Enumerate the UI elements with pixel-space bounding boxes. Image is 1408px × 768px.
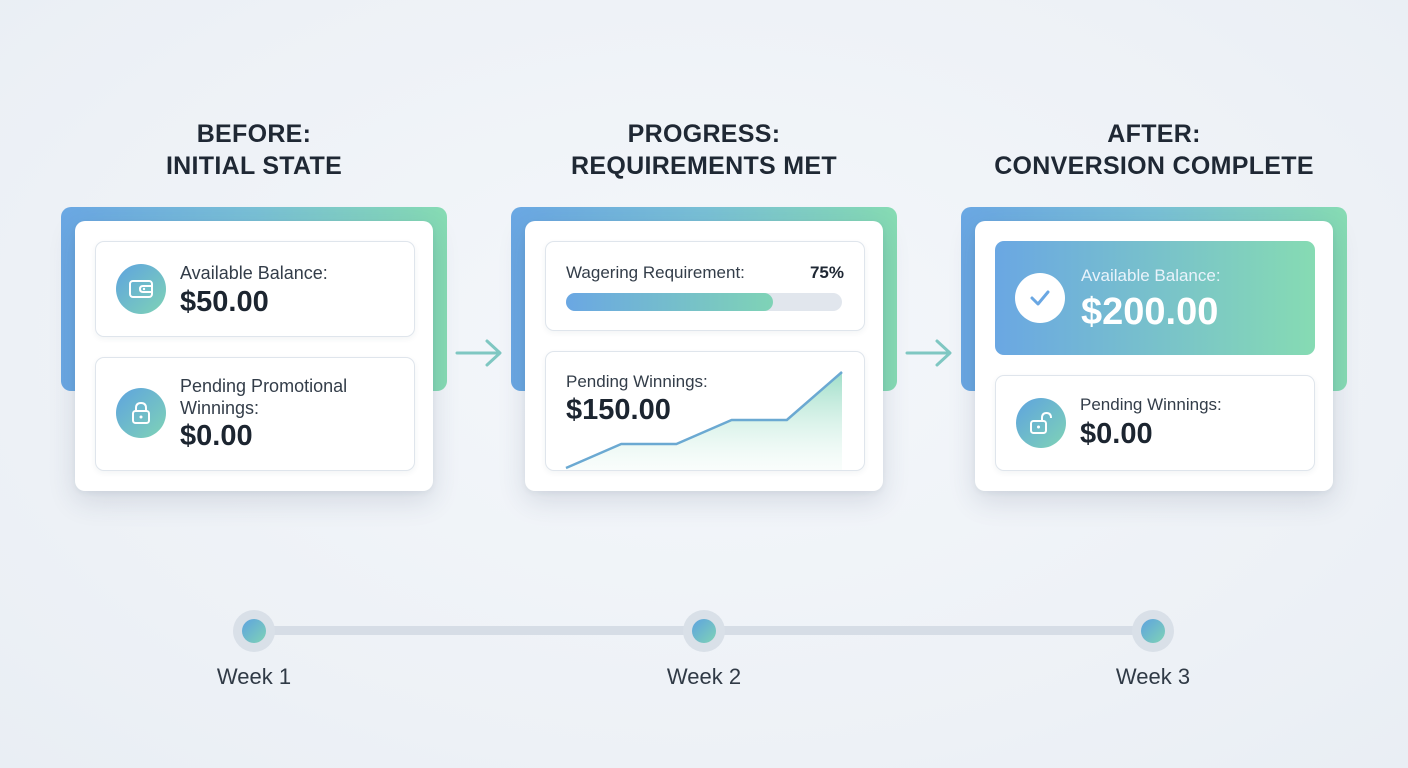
wagering-percent: 75% bbox=[809, 263, 844, 282]
week-1-label: Week 1 bbox=[216, 664, 292, 689]
stage-1-card: Available Balance: $50.00 Pending Promot… bbox=[75, 221, 433, 491]
stage-1-title: BEFORE: INITIAL STATE bbox=[44, 118, 464, 182]
arrow-right-icon bbox=[905, 339, 952, 367]
week-3-label: Week 3 bbox=[1115, 664, 1191, 689]
stage-3-title-line1: AFTER: bbox=[1107, 120, 1201, 148]
stage-2-card: Wagering Requirement: 75% Pending Winnin… bbox=[525, 221, 883, 491]
pending-winnings-amount: $0.00 bbox=[1080, 418, 1153, 450]
wallet-icon bbox=[116, 264, 166, 314]
available-balance-label: Available Balance: bbox=[1081, 266, 1221, 285]
pending-winnings-panel: Pending Winnings: $0.00 bbox=[995, 375, 1315, 471]
available-balance-amount: $50.00 bbox=[180, 286, 269, 318]
available-balance-label: Available Balance: bbox=[180, 263, 328, 283]
stage-3-title-line2: CONVERSION COMPLETE bbox=[994, 152, 1314, 180]
pending-promotional-amount: $0.00 bbox=[180, 420, 253, 452]
timeline-marker-week-3 bbox=[1132, 610, 1174, 652]
week-2-label: Week 2 bbox=[666, 664, 742, 689]
stage-1-title-line1: BEFORE: bbox=[196, 120, 312, 148]
pending-winnings-label: Pending Winnings: bbox=[1080, 395, 1222, 414]
trend-area bbox=[566, 372, 842, 470]
available-balance-amount: $200.00 bbox=[1081, 291, 1219, 333]
wagering-progress-fill bbox=[566, 293, 773, 311]
timeline-dot bbox=[1141, 619, 1165, 643]
checkmark-icon bbox=[1015, 273, 1065, 323]
wagering-requirement-label: Wagering Requirement: bbox=[566, 263, 745, 282]
pending-promotional-label-line2: Winnings: bbox=[180, 398, 260, 418]
stage-2-title: PROGRESS: REQUIREMENTS MET bbox=[494, 118, 914, 182]
unlock-icon bbox=[1016, 398, 1066, 448]
stage-2-title-line2: REQUIREMENTS MET bbox=[571, 152, 837, 180]
pending-winnings-label: Pending Winnings: bbox=[566, 372, 708, 391]
available-balance-panel: Available Balance: $50.00 bbox=[95, 241, 415, 337]
timeline-marker-week-1 bbox=[233, 610, 275, 652]
arrow-right-icon bbox=[455, 339, 502, 367]
pending-winnings-trend-chart bbox=[565, 371, 843, 470]
pending-winnings-panel: Pending Winnings: $150.00 bbox=[545, 351, 865, 471]
stage-3-title: AFTER: CONVERSION COMPLETE bbox=[944, 118, 1364, 182]
timeline-dot bbox=[242, 619, 266, 643]
timeline-dot bbox=[692, 619, 716, 643]
pending-promotional-panel: Pending Promotional Winnings: $0.00 bbox=[95, 357, 415, 471]
wagering-progress-track bbox=[566, 293, 842, 311]
pending-winnings-amount: $150.00 bbox=[566, 394, 671, 426]
pending-promotional-label-line1: Pending Promotional bbox=[180, 376, 348, 396]
trend-line bbox=[565, 371, 843, 470]
wagering-requirement-panel: Wagering Requirement: 75% bbox=[545, 241, 865, 331]
stage-3-card: Available Balance: $200.00 Pending Winni… bbox=[975, 221, 1333, 491]
available-balance-highlight-panel: Available Balance: $200.00 bbox=[995, 241, 1315, 355]
lock-icon bbox=[116, 388, 166, 438]
stage-1-title-line2: INITIAL STATE bbox=[165, 152, 343, 180]
timeline-marker-week-2 bbox=[683, 610, 725, 652]
stage-2-title-line1: PROGRESS: bbox=[627, 120, 781, 148]
